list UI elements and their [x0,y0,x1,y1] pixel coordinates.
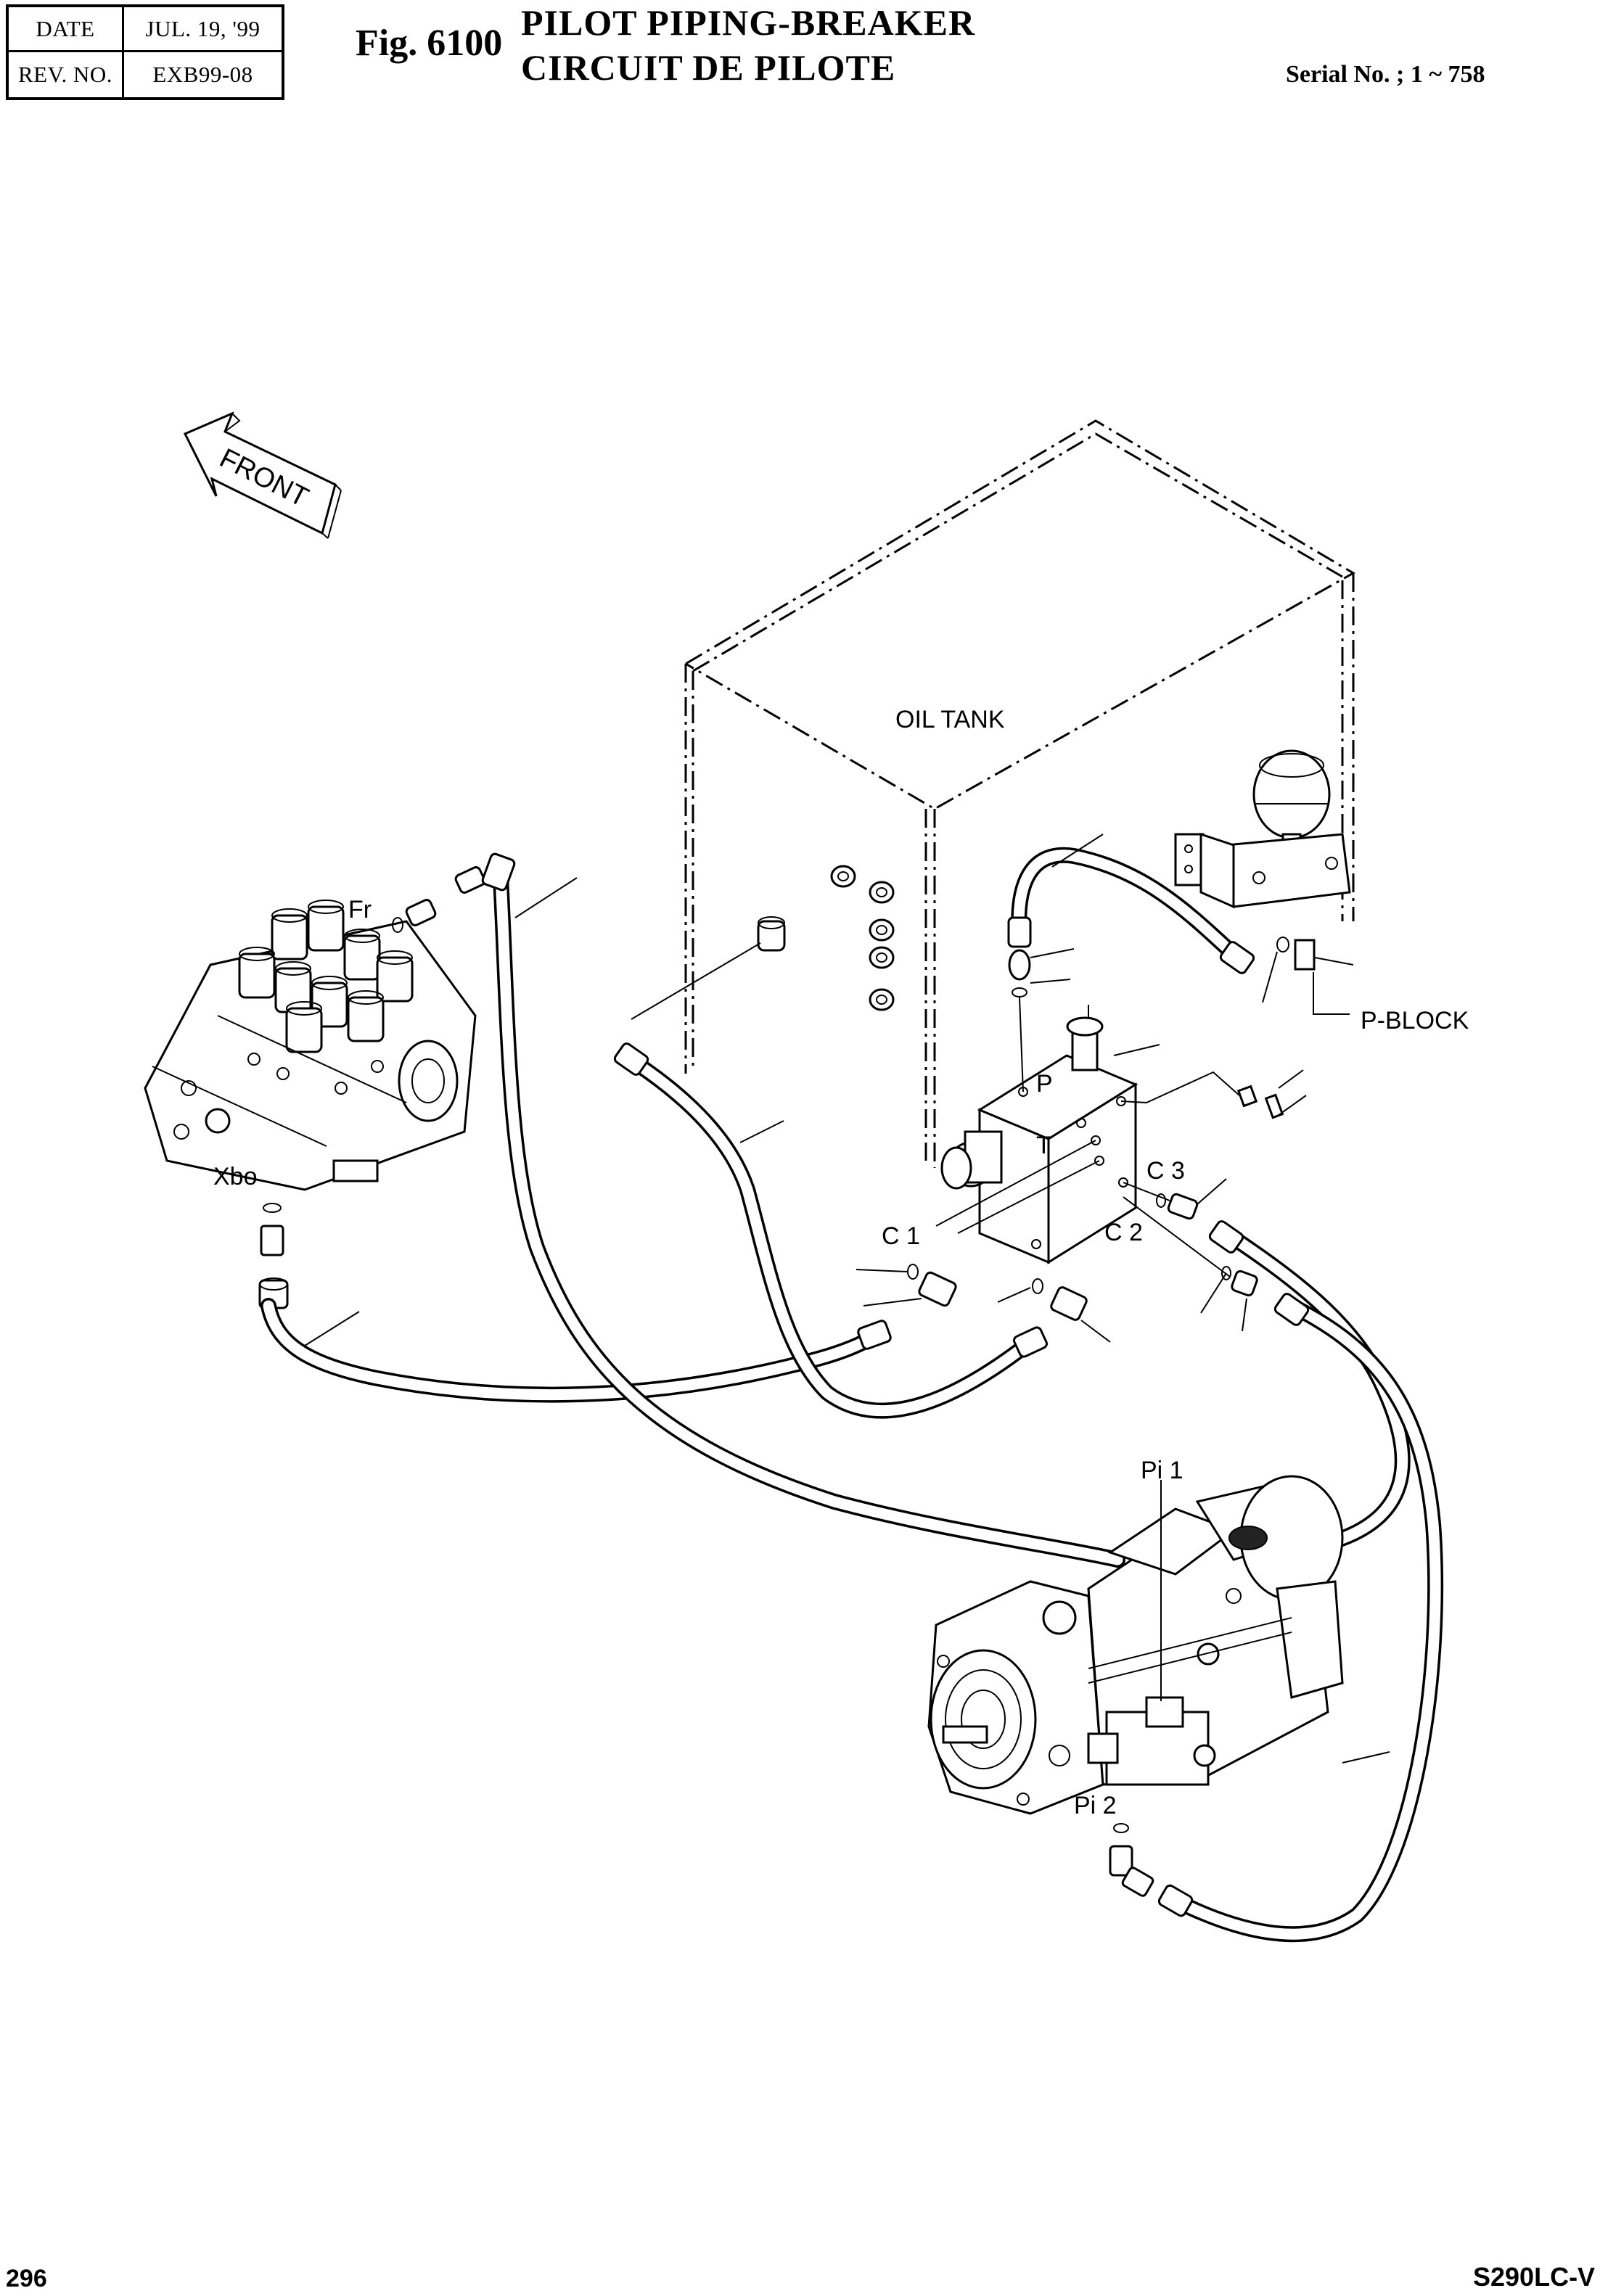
figure-number: Fig. 6100 [356,22,503,64]
table-divider [122,7,124,97]
port-pi1-label: Pi 1 [1141,1457,1183,1484]
accumulator-assembly: P-BLOCK [1174,749,1469,1034]
title-english: PILOT PIPING-BREAKER [521,2,976,43]
port-fr-label: Fr [348,896,372,923]
port-t-label: T [1036,1132,1051,1159]
header-info-table: DATE JUL. 19, '99 REV. NO. EXB99-08 [6,4,284,100]
page-number: 296 [6,2265,47,2292]
date-label: DATE [36,15,95,41]
date-value: JUL. 19, '99 [145,15,260,41]
main-pump: Pi 1 Pi 2 [927,1457,1344,1897]
port-pi2-label: Pi 2 [1074,1792,1117,1819]
port-c1-label: C 1 [882,1222,920,1250]
breaker-valve-block: P T C 1 C 2 C 3 [882,997,1240,1277]
serial-number: Serial No. ; 1 ~ 758 [1286,61,1485,88]
pilot-hoses [260,834,1444,1943]
revision-value: EXB99-08 [152,62,253,87]
tank-port-fittings [631,865,895,1020]
date-row: DATE JUL. 19, '99 [9,7,282,52]
port-c2-label: C 2 [1104,1219,1143,1246]
model-name: S290LC-V [1473,2262,1596,2292]
port-xbo-label: Xbo [213,1163,258,1190]
revision-label: REV. NO. [17,62,113,87]
oil-tank-outline: OIL TANK [684,419,1355,1168]
main-control-valve: Xbo Fr [144,866,486,1191]
xbo-fittings [258,1203,289,1309]
front-arrow: FRONT [183,411,342,539]
p-block-label: P-BLOCK [1361,1007,1469,1034]
port-c3-label: C 3 [1146,1157,1185,1185]
title-french: CIRCUIT DE PILOTE [521,47,896,88]
port-p-label: P [1036,1070,1053,1098]
revision-row: REV. NO. EXB99-08 [9,52,282,97]
valve-block-fittings [856,948,1307,1343]
oil-tank-label: OIL TANK [895,706,1005,733]
